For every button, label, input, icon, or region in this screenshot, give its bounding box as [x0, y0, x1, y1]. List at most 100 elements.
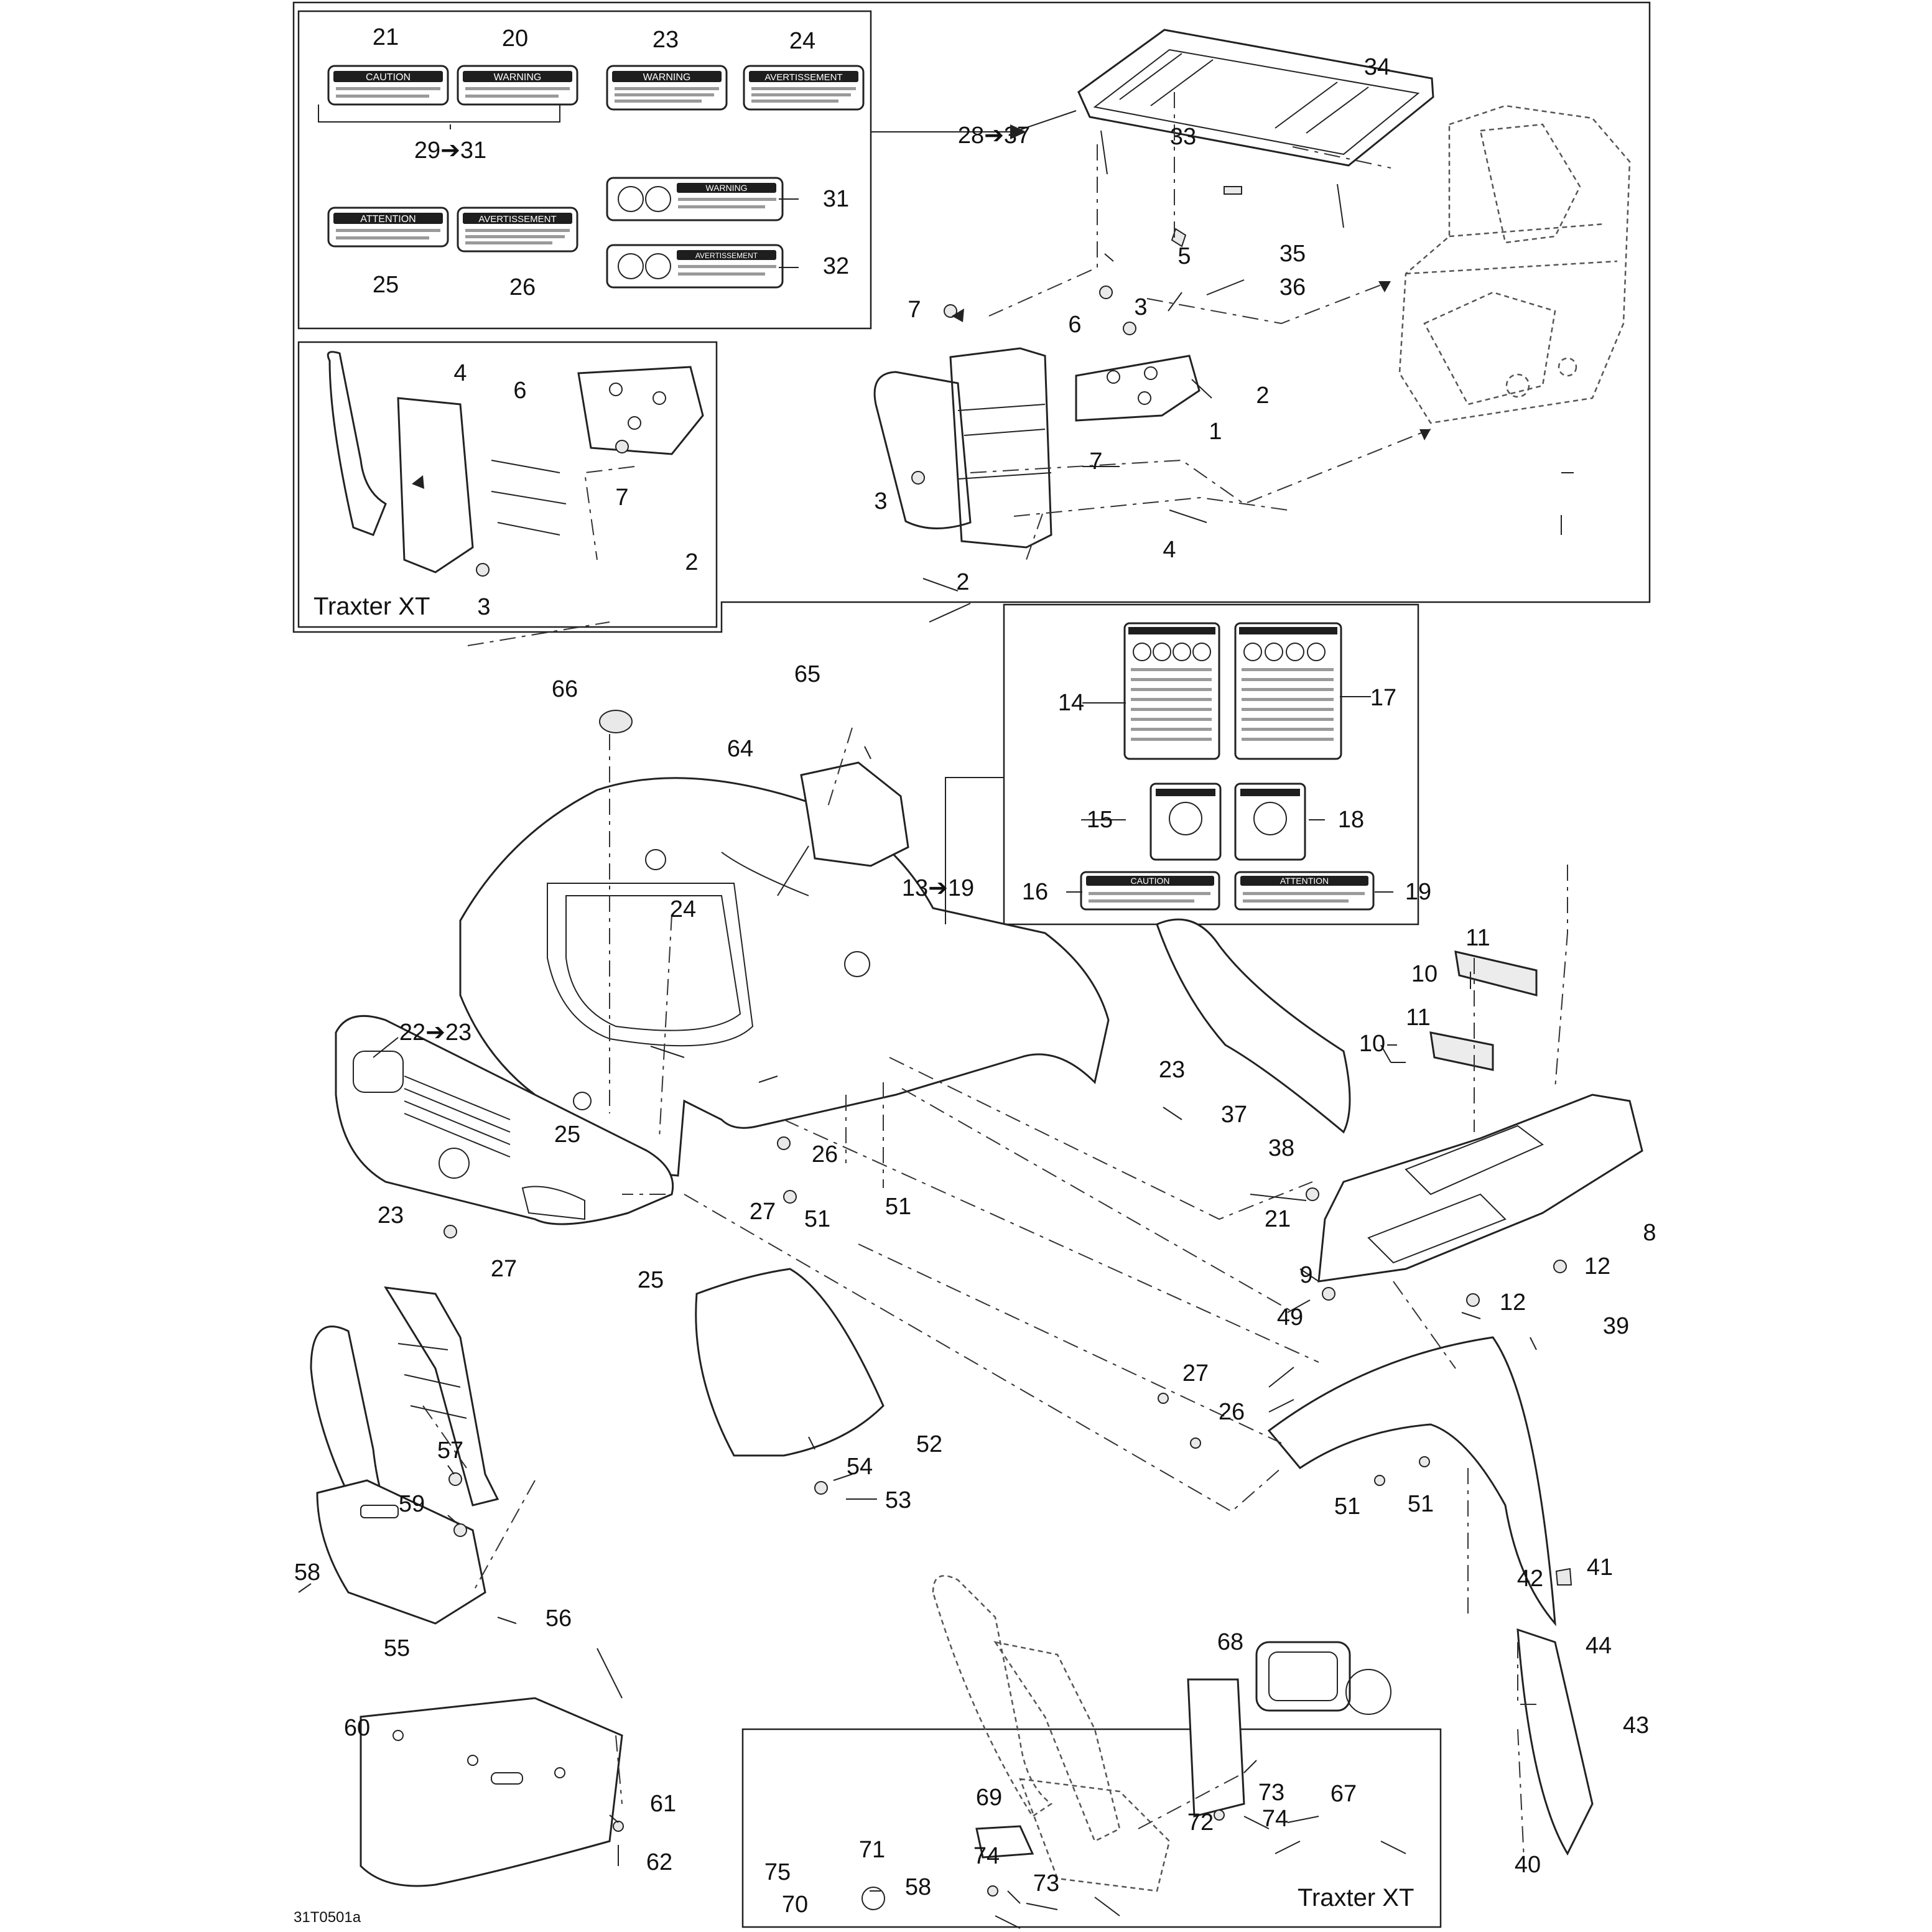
- traxter-xt-caption-bottom: Traxter XT: [1298, 1884, 1414, 1911]
- callout-16: 16: [1022, 879, 1048, 905]
- callout-12b: 12: [1500, 1289, 1526, 1316]
- callout-59b: 58: [905, 1874, 931, 1900]
- rear-rack: [1077, 29, 1434, 228]
- svg-text:AVERTISSEMENT: AVERTISSEMENT: [764, 72, 842, 83]
- rear-fender: [1267, 1336, 1594, 1856]
- callout-6a: 6: [1068, 312, 1081, 338]
- callout-48: 43: [1623, 1712, 1649, 1739]
- callout-3b: 3: [874, 488, 887, 514]
- callout-61: 60: [344, 1715, 370, 1741]
- callout-52b: 51: [1408, 1491, 1434, 1517]
- callout-26a: 26: [812, 1141, 838, 1168]
- callout-17: 17: [1370, 685, 1396, 711]
- callout-44: 39: [1603, 1313, 1629, 1339]
- callout-74b: 74: [973, 1843, 1000, 1869]
- callout-23: 23: [378, 1202, 404, 1228]
- decal-panel: CAUTION WARNING WARNING AVERTISSEMENT AT…: [318, 65, 865, 289]
- callout-47: 42: [1517, 1566, 1543, 1592]
- svg-text:ATTENTION: ATTENTION: [360, 214, 416, 225]
- front-bumper-lower: [310, 1286, 499, 1625]
- front-grille: [335, 1015, 674, 1225]
- decal-36: WARNING: [606, 177, 784, 221]
- callout-38: 33: [1170, 124, 1196, 150]
- callout-68: 68: [1217, 1629, 1243, 1655]
- callout-69: 69: [976, 1785, 1002, 1811]
- callout-20: 21: [1265, 1206, 1291, 1232]
- callout-6b: 6: [513, 378, 526, 404]
- svg-text:WARNING: WARNING: [494, 72, 542, 83]
- callout-54: 53: [885, 1487, 911, 1513]
- callout-43: 38: [1268, 1135, 1294, 1161]
- group-28-37: 28➔37: [958, 123, 1030, 149]
- group-22-23: 22➔23: [399, 1019, 471, 1046]
- callout-11a: 11: [1465, 925, 1490, 951]
- callout-10b: 10: [1359, 1031, 1385, 1057]
- skid-plate: [360, 1697, 623, 1887]
- callout-52a: 51: [1334, 1493, 1360, 1520]
- callout-53: 52: [916, 1431, 942, 1457]
- group-29-31: 29➔31: [414, 137, 486, 164]
- callout-25a: 25: [554, 1122, 580, 1148]
- callout-70: 70: [782, 1892, 808, 1918]
- top-frame: [292, 1, 1651, 1928]
- decal-35: AVERTISSEMENT: [457, 207, 578, 253]
- callout-74a: 74: [1262, 1806, 1288, 1832]
- callout-73a: 73: [1258, 1780, 1284, 1806]
- callout-2a: 2: [1256, 383, 1269, 409]
- callout-21: 23: [1159, 1057, 1185, 1083]
- callout-7a: 7: [908, 297, 921, 323]
- callout-51b: 51: [804, 1206, 830, 1232]
- callout-8: 8: [1643, 1220, 1656, 1246]
- callout-7b: 7: [1089, 448, 1102, 475]
- callout-55: 54: [847, 1454, 873, 1480]
- callout-63: 62: [646, 1849, 672, 1875]
- callout-62: 61: [650, 1791, 676, 1817]
- callout-59a: 58: [294, 1559, 320, 1586]
- front-guard: [695, 1268, 885, 1457]
- decal-34: ATTENTION: [327, 207, 449, 248]
- winch-inset: [862, 1575, 1391, 1910]
- drawing-code: 31T0501a: [294, 1909, 361, 1926]
- callout-3c: 3: [477, 594, 490, 620]
- traxter-xt-caption-top: Traxter XT: [313, 593, 430, 620]
- callout-73b: 73: [1033, 1870, 1059, 1897]
- callout-33: 24: [789, 28, 815, 54]
- svg-text:CAUTION: CAUTION: [1131, 876, 1170, 886]
- callout-4b: 4: [453, 360, 467, 386]
- arrowheads: [412, 124, 1431, 489]
- traxter-bumper-inset: [327, 351, 704, 574]
- callout-numbers: 21 20 23 24 29➔31 31 32 25 26 28➔37 34 3…: [294, 24, 1656, 1926]
- callout-75: 75: [764, 1859, 791, 1885]
- callout-9: 9: [1299, 1262, 1312, 1288]
- svg-text:WARNING: WARNING: [643, 72, 691, 83]
- callout-34: 25: [373, 272, 399, 298]
- callout-50: 49: [1277, 1304, 1303, 1331]
- callout-36: 31: [823, 186, 849, 212]
- callout-3a: 3: [1134, 294, 1147, 320]
- callout-41: 36: [1279, 274, 1306, 300]
- svg-text:AVERTISSEMENT: AVERTISSEMENT: [478, 214, 556, 225]
- callout-27a: 27: [750, 1199, 776, 1225]
- callout-60: 59: [399, 1491, 425, 1517]
- callout-72: 72: [1187, 1809, 1214, 1836]
- callout-leaders: [298, 198, 1574, 1929]
- callout-71: 71: [859, 1837, 885, 1863]
- callout-66: 66: [552, 676, 578, 702]
- callout-51a: 51: [885, 1194, 911, 1220]
- assembly-lines: [373, 92, 1568, 1860]
- hardware: [444, 228, 1572, 1897]
- callout-49: 44: [1586, 1633, 1612, 1659]
- callout-31: 21: [373, 24, 399, 50]
- callout-42: 37: [1221, 1102, 1247, 1128]
- svg-text:CAUTION: CAUTION: [366, 72, 411, 83]
- svg-text:ATTENTION: ATTENTION: [1280, 876, 1329, 886]
- callout-27b: 27: [491, 1256, 517, 1282]
- callout-35: 26: [509, 274, 536, 300]
- svg-text:AVERTISSEMENT: AVERTISSEMENT: [695, 251, 758, 260]
- group-13-19: 13➔19: [902, 875, 974, 901]
- decal-32: WARNING: [606, 65, 728, 111]
- svg-text:WARNING: WARNING: [705, 183, 747, 193]
- decal-31: CAUTION: [327, 65, 449, 106]
- callout-65: 65: [794, 661, 820, 687]
